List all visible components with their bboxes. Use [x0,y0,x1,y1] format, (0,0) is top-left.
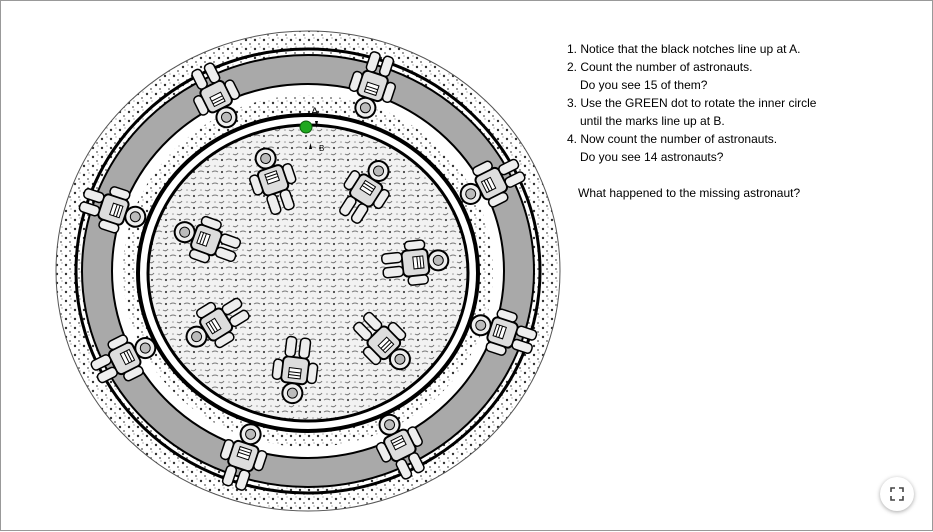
outer-astronaut [459,158,526,208]
outer-notch [315,121,318,128]
outer-astronaut [469,308,538,356]
outer-astronaut [90,334,157,384]
inner-astronaut [173,215,242,264]
fullscreen-button[interactable] [880,477,914,511]
step-4: 4. Now count the number of astronauts. [567,132,778,146]
rotate-handle-green-dot[interactable] [299,120,313,134]
outer-astronaut [219,423,268,491]
inner-astronaut [249,147,297,216]
inner-astronaut [339,160,390,224]
step-4-question: Do you see 14 astronauts? [580,150,724,164]
inner-astronaut [271,335,319,405]
label-b: B [319,144,324,153]
inner-astronaut [380,239,450,286]
fullscreen-icon [890,487,904,501]
instructions: 1. Notice that the black notches line up… [567,40,816,202]
step-2-question: Do you see 15 of them? [580,78,708,92]
step-2: 2. Count the number of astronauts. [567,60,753,74]
inner-astronaut [352,311,411,371]
step-3-continued: until the marks line up at B. [580,114,725,128]
label-a: A [311,106,319,118]
step-1: 1. Notice that the black notches line up… [567,42,801,56]
inner-astronaut [185,297,250,349]
inner-notch [309,143,312,149]
step-3: 3. Use the GREEN dot to rotate the inner… [567,96,817,110]
outer-astronaut [191,62,241,129]
outer-astronaut [375,413,425,480]
outer-astronaut [348,51,397,119]
final-question: What happened to the missing astronaut? [578,186,801,200]
outer-astronaut [78,186,147,234]
